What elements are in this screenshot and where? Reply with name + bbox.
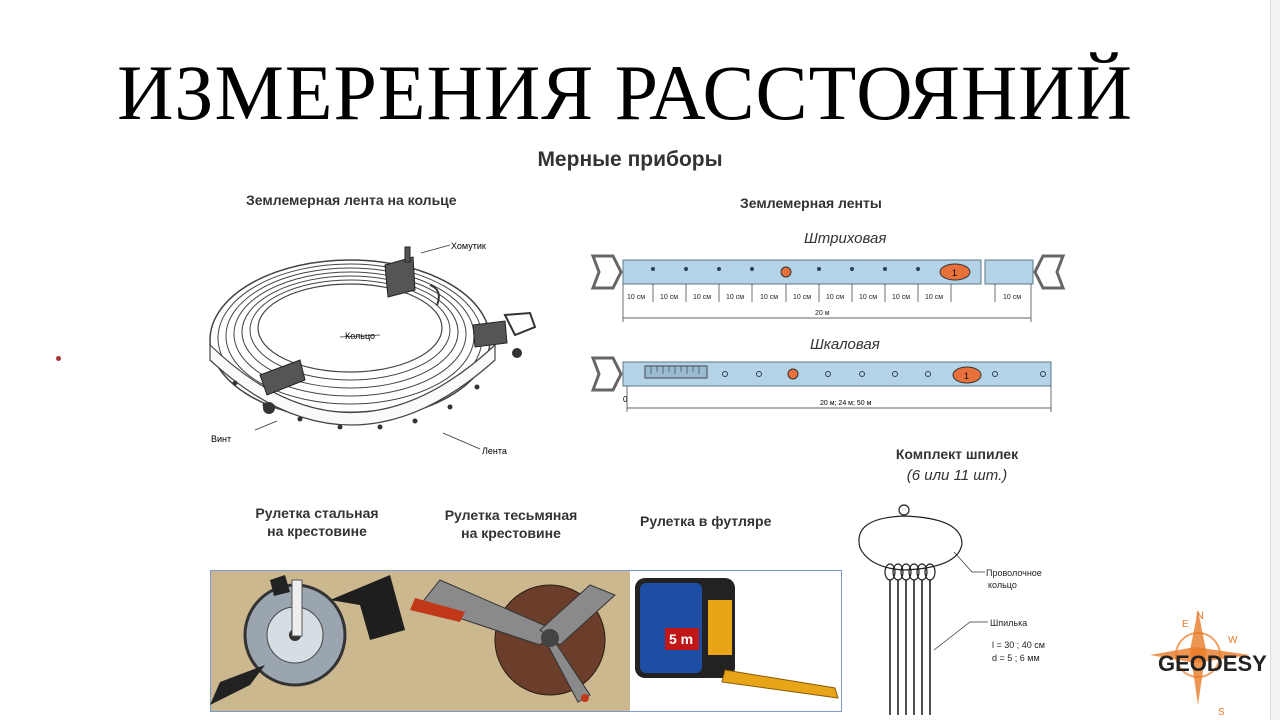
roulettes-photo: 5 m bbox=[210, 570, 842, 712]
bullet-dot bbox=[56, 356, 61, 361]
svg-text:10 см: 10 см bbox=[892, 294, 910, 301]
case-roulette-header: Рулетка в футляре bbox=[640, 513, 772, 529]
compass-icon bbox=[1150, 610, 1250, 705]
stroke-tape-total: 20 м bbox=[815, 310, 830, 317]
svg-text:S: S bbox=[1218, 707, 1225, 717]
logo-text: GEODESY bbox=[1158, 651, 1267, 676]
label-wire-ring-1: Проволочное bbox=[986, 568, 1042, 578]
cloth-roulette-header: Рулетка тесьмяная на крестовине bbox=[444, 507, 578, 541]
svg-text:N: N bbox=[1196, 610, 1204, 622]
svg-text:10 см: 10 см bbox=[925, 294, 943, 301]
svg-text:10 см: 10 см bbox=[793, 294, 811, 301]
svg-text:10 см: 10 см bbox=[760, 294, 778, 301]
cloth-roulette-image bbox=[410, 579, 616, 703]
stroke-tape-badge: 1 bbox=[952, 268, 957, 278]
stroke-tape-diagram: 1 10 см 10 см 10 см 10 см 10 см 10 см 10… bbox=[590, 254, 1066, 322]
svg-text:10 см: 10 см bbox=[859, 294, 877, 301]
geodesy-logo: N E W S GEODESY bbox=[1150, 610, 1267, 717]
steel-roulette-header: Рулетка стальная на крестовине bbox=[255, 505, 379, 539]
svg-text:10 см: 10 см bbox=[693, 294, 711, 301]
scale-tape-zero: 0 bbox=[623, 395, 628, 404]
ring-tape-header: Землемерная лента на кольце bbox=[246, 192, 457, 208]
case-roulette-badge: 5 m bbox=[669, 631, 693, 647]
svg-text:E: E bbox=[1182, 619, 1189, 630]
svg-text:10 см: 10 см bbox=[1003, 294, 1021, 301]
pins-count: (6 или 11 шт.) bbox=[906, 467, 1008, 484]
page-title: ИЗМЕРЕНИЯ РАССТОЯНИЙ bbox=[117, 49, 1133, 136]
pins-diagram: Проволочное кольцо Шпилька l = 30 ; 40 с… bbox=[858, 504, 1045, 715]
scale-tape-name: Шкаловая bbox=[810, 336, 880, 353]
label-clamp: Хомутик bbox=[451, 241, 486, 251]
svg-text:W: W bbox=[1228, 635, 1238, 646]
scale-tape-diagram: 1 0 20 м; 24 м; 50 м bbox=[590, 356, 1052, 412]
svg-text:10 см: 10 см bbox=[826, 294, 844, 301]
label-wire-ring-2: кольцо bbox=[988, 580, 1017, 590]
svg-text:10 см: 10 см bbox=[660, 294, 678, 301]
label-ring: Кольцо bbox=[345, 331, 375, 341]
case-roulette-image: 5 m bbox=[635, 578, 839, 699]
label-screw: Винт bbox=[211, 434, 231, 444]
ring-tape-diagram: Хомутик Кольцо Винт Лента bbox=[209, 241, 537, 456]
right-edge-strip bbox=[1270, 0, 1280, 720]
label-pin-diameter: d = 5 ; 6 мм bbox=[992, 653, 1040, 663]
label-tape: Лента bbox=[482, 446, 507, 456]
svg-text:10 см: 10 см bbox=[627, 294, 645, 301]
page-subtitle: Мерные приборы bbox=[537, 148, 723, 171]
label-pin-length: l = 30 ; 40 см bbox=[992, 640, 1045, 650]
pins-header: Комплект шпилек bbox=[895, 446, 1019, 462]
scale-tape-badge: 1 bbox=[964, 371, 969, 381]
stroke-tape-name: Штриховая bbox=[804, 230, 887, 247]
label-pin: Шпилька bbox=[990, 618, 1027, 628]
scale-tape-total: 20 м; 24 м; 50 м bbox=[820, 400, 872, 407]
svg-text:10 см: 10 см bbox=[726, 294, 744, 301]
steel-roulette-image bbox=[210, 575, 405, 705]
tapes-header: Землемерная ленты bbox=[740, 195, 882, 211]
